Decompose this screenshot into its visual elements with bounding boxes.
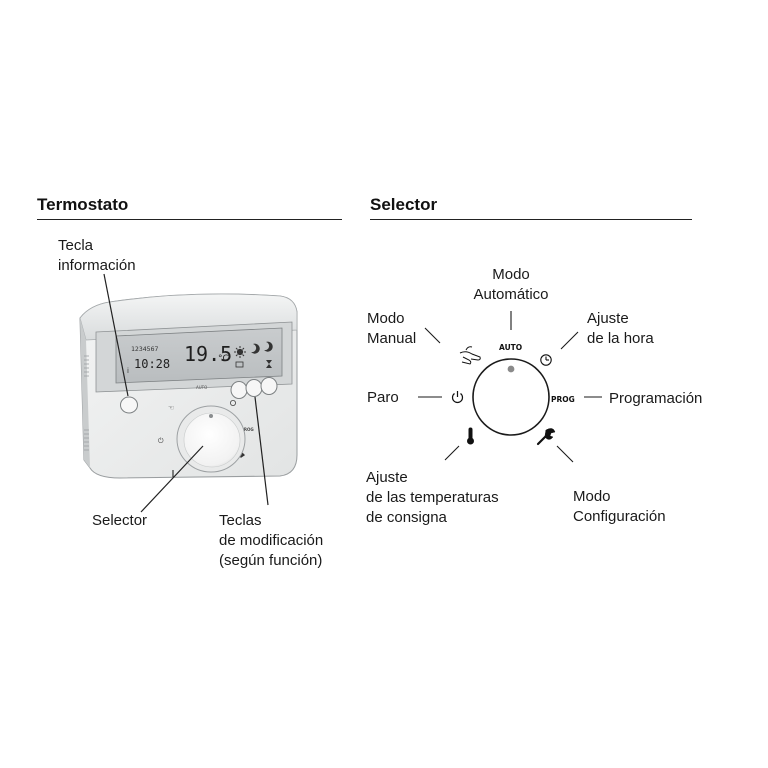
setpoint-label-line2: de las temperaturas — [366, 489, 499, 506]
keys-label-line3: (según función) — [219, 552, 323, 569]
hand-icon-small: ☜ — [168, 404, 174, 412]
lcd-temperature: 19.5 — [184, 342, 232, 366]
side-vents — [84, 355, 89, 451]
selector-leaders — [418, 311, 602, 463]
lcd-clock: 10:28 — [134, 357, 170, 371]
keys-label-line1: Teclas — [219, 512, 262, 529]
wrench-icon — [536, 428, 556, 446]
clock-icon-small — [229, 399, 236, 406]
time-label-line2: de la hora — [587, 330, 654, 347]
setpoint-label-line3: de consigna — [366, 509, 447, 526]
power-icon-small: ⏻ — [158, 437, 164, 445]
thermostat-prog-label: PROG — [241, 427, 254, 432]
time-label-line1: Ajuste — [587, 310, 629, 327]
manual-mode-label: Modo Manual — [367, 309, 416, 349]
thermometer-icon — [467, 427, 474, 445]
modification-keys-label: Teclas de modificación (según función) — [219, 511, 323, 571]
setpoint-label-line1: Ajuste — [366, 469, 408, 486]
lcd-info-glyph: i — [127, 367, 129, 375]
info-button[interactable] — [120, 396, 138, 414]
off-label: Paro — [367, 389, 399, 406]
selector-auto-label: AUTO — [499, 343, 522, 352]
hourglass-icon — [266, 360, 272, 368]
lcd-days: 1234567 — [131, 345, 158, 353]
programming-label: Programación — [609, 390, 703, 407]
info-key-label-line2: información — [58, 257, 136, 274]
termostato-title: Termostato — [37, 195, 129, 214]
power-icon — [451, 391, 464, 404]
configuration-label-line2: Configuración — [573, 508, 666, 525]
hand-icon — [459, 346, 481, 365]
manual-label-line2: Manual — [367, 330, 417, 347]
lcd-content: 1234567 10:28 19.5 °C i — [127, 341, 273, 375]
keys-label-line2: de modificación — [219, 532, 324, 549]
modify-button-3[interactable] — [260, 377, 278, 395]
selector-prog-label: PROG — [551, 395, 575, 404]
selector-title: Selector — [370, 195, 438, 214]
moon-icon — [251, 343, 260, 354]
selector-leader — [140, 445, 204, 513]
keys-leader — [254, 396, 269, 506]
lcd-screen — [115, 327, 283, 384]
thermostat-auto-label: AUTO — [196, 385, 207, 390]
sun-icon — [234, 346, 246, 358]
info-key-label-line1: Tecla — [58, 237, 94, 254]
info-key-label: Tecla información — [58, 236, 136, 276]
selector-rule — [370, 219, 692, 220]
lcd-unit: °C — [218, 354, 229, 364]
automatic-label-line1: Modo — [492, 266, 530, 283]
selector-dial[interactable] — [472, 358, 550, 436]
selector-knob-face — [183, 412, 241, 468]
clock-icon — [540, 354, 552, 366]
selector-knob-dot — [209, 414, 213, 418]
thermostat-controls: AUTO ☜ ⏻ PROG — [120, 377, 278, 477]
configuration-label-line1: Modo — [573, 488, 611, 505]
termostato-rule — [37, 219, 342, 220]
lcd-small-icon — [235, 361, 244, 368]
dial-indicator-dot — [507, 365, 515, 373]
configuration-mode-label: Modo Configuración — [573, 487, 666, 527]
configuration-leader — [556, 445, 574, 463]
setpoint-label: Ajuste de las temperaturas de consigna — [366, 468, 499, 528]
moon-icon-2 — [264, 341, 273, 352]
manual-label-line1: Modo — [367, 310, 405, 327]
automatic-label-line2: Automático — [473, 286, 549, 303]
time-leader — [560, 331, 579, 350]
manual-leader — [424, 327, 441, 344]
info-leader — [103, 273, 129, 397]
time-setting-label: Ajuste de la hora — [587, 309, 654, 349]
automatic-mode-label: Modo Automático — [452, 265, 570, 305]
selector-label: Selector — [92, 512, 148, 529]
setpoint-leader — [444, 445, 460, 461]
thermostat-leaders — [103, 273, 269, 513]
